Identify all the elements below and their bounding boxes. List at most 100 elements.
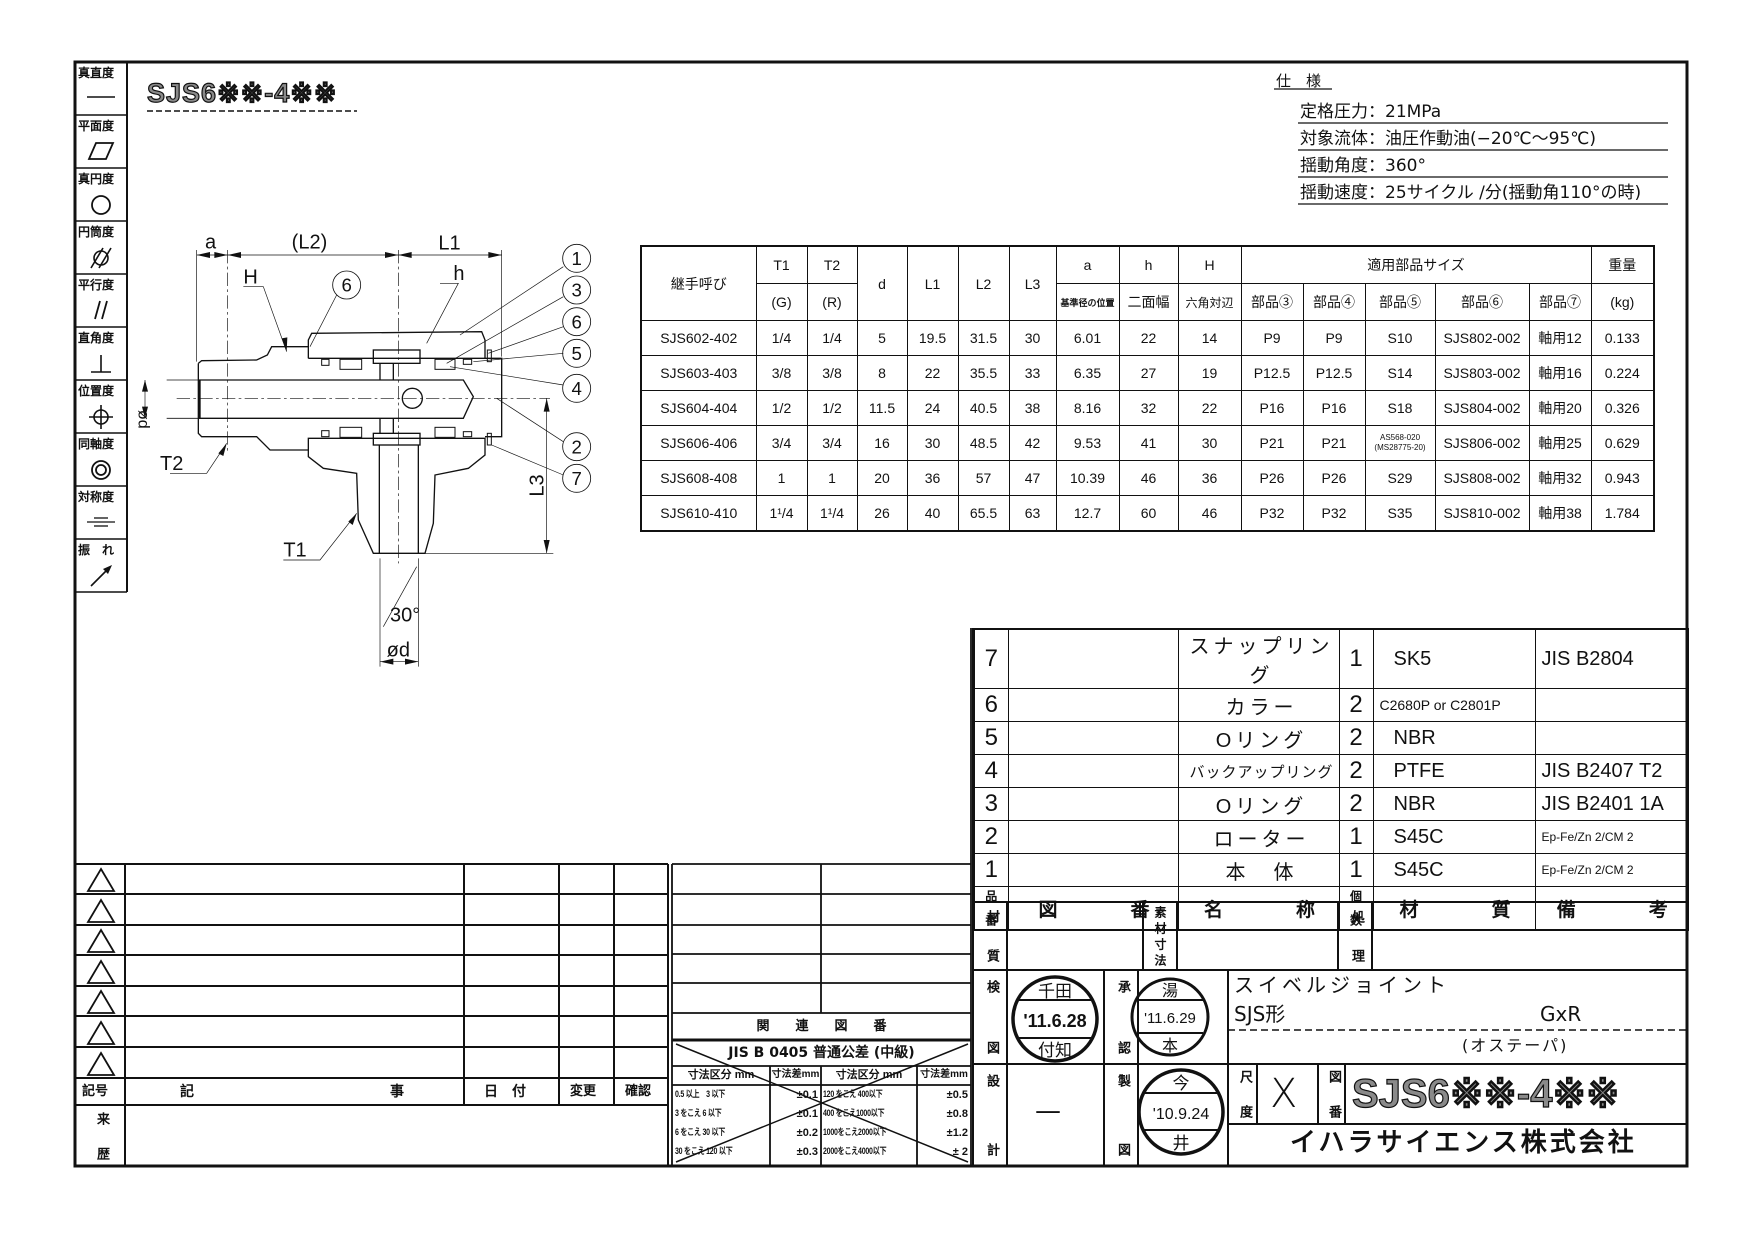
dim-a-label: a: [205, 231, 217, 253]
parts-header-no: 品番: [973, 886, 1009, 931]
tolerance-col-tol-right: 寸法差mm: [920, 1069, 968, 1080]
cell-w: 0.224: [1590, 355, 1655, 391]
parts-cell-no: 5: [973, 721, 1009, 755]
col-header-t1: T1: [755, 245, 808, 284]
parts-cell-no: 6: [973, 688, 1009, 722]
cell-t1: 1/2: [755, 390, 808, 426]
cell-l1: 19.5: [906, 320, 959, 356]
cell-name: SJS606-406: [640, 425, 757, 461]
col-header-part3: 部品③: [1240, 283, 1304, 321]
col-header-name: 継手呼び: [640, 245, 757, 321]
cell-t1: 1: [755, 460, 808, 496]
parts-cell-material: S45C: [1372, 820, 1536, 854]
cell-a: 12.7: [1055, 495, 1120, 532]
tolerance-parallelism: 平行度: [75, 274, 127, 327]
cell-w: 1.784: [1590, 495, 1655, 532]
cell-p6: SJS806-002: [1434, 425, 1530, 461]
general-tolerance-title: JIS B 0405 普通公差 (中級): [728, 1045, 915, 1061]
parts-cell-qty: 2: [1338, 787, 1374, 821]
cell-p4: P21: [1302, 425, 1366, 461]
cell-l1: 40: [906, 495, 959, 532]
tolerance-value-right: ±0.5: [946, 1089, 968, 1101]
flat-h-label: h: [453, 263, 464, 285]
tolerance-range-left: 6 をこえ 30 以下: [675, 1127, 726, 1137]
spec-line: 定格圧力：21MPa: [1300, 102, 1442, 122]
parts-cell-qty: 1: [1338, 853, 1374, 887]
col-subheader-t2: (R): [806, 283, 858, 321]
col-header-part6: 部品⑥: [1434, 283, 1530, 321]
revision-triangle-icon: [86, 1020, 116, 1045]
table-subheader-row: (G) (R) 基準径の位置 二面幅 六角対辺 部品③ 部品④ 部品⑤ 部品⑥ …: [641, 283, 1655, 321]
drawing-number: SJS6※※-4※※: [1351, 1072, 1620, 1116]
cell-h: 32: [1118, 390, 1179, 426]
cell-w: 0.326: [1590, 390, 1655, 426]
drawing-no-label: 図番: [1326, 1070, 1341, 1118]
parts-cell-qty: 2: [1338, 688, 1374, 722]
cell-l3: 30: [1008, 320, 1057, 356]
parts-cell-no: 7: [973, 628, 1009, 689]
cell-l3: 47: [1008, 460, 1057, 496]
tolerance-label: 位置度: [78, 384, 115, 398]
tolerance-label: 対称度: [78, 490, 115, 504]
cell-w: 0.943: [1590, 460, 1655, 496]
revision-triangle-icon: [86, 959, 116, 984]
cell-t2: 1/4: [806, 320, 858, 356]
parts-cell-remarks: JIS B2401 1A: [1534, 787, 1689, 821]
cell-p4: P9: [1302, 320, 1366, 356]
tolerance-label: 真直度: [78, 66, 115, 80]
parts-cell-drawing_no: [1007, 787, 1179, 821]
cell-w: 0.629: [1590, 425, 1655, 461]
cell-l2: 48.5: [957, 425, 1010, 461]
cell-name: SJS610-410: [640, 495, 757, 532]
symmetry-icon: [87, 517, 115, 527]
revision-triangle-icon: [86, 1050, 116, 1076]
revision-triangle-icon: [86, 928, 116, 954]
tolerance-label: 同軸度: [78, 437, 115, 451]
cell-p4: P32: [1302, 495, 1366, 532]
revision-change-header: 変更: [570, 1084, 597, 1099]
tolerance-value-right: ±0.8: [946, 1108, 968, 1120]
col-header-l3: L3: [1008, 245, 1057, 321]
cell-p5: S35: [1364, 495, 1436, 532]
parts-cell-no: 4: [973, 754, 1009, 788]
revision-history-label: 来歴: [94, 1112, 109, 1160]
spec-heading: 仕 様: [1276, 72, 1322, 90]
tolerance-label: 円筒度: [78, 225, 115, 239]
tolerance-range-right: 2000をこえ4000以下: [823, 1146, 887, 1156]
spec-line: 対象流体：油圧作動油(−20℃～95℃): [1300, 129, 1596, 149]
col-header-l1: L1: [906, 245, 959, 321]
col-header-t2: T2: [806, 245, 858, 284]
tolerance-value-left: ±0.1: [796, 1089, 818, 1101]
parts-cell-remarks: [1534, 721, 1689, 755]
col-subheader-H: 六角対辺: [1177, 283, 1242, 321]
cell-l2: 65.5: [957, 495, 1010, 532]
tolerance-value-right: ±1.2: [946, 1127, 968, 1139]
scale-value: X: [1270, 1071, 1298, 1117]
material-label: 材質: [984, 910, 999, 962]
cell-p5: S10: [1364, 320, 1436, 356]
parts-cell-name: カラー: [1177, 688, 1340, 722]
parts-cell-material: NBR: [1372, 787, 1536, 821]
cell-H: 36: [1177, 460, 1242, 496]
thread-t2-label: T2: [160, 453, 183, 475]
revision-confirm-header: 確認: [625, 1084, 652, 1099]
tolerance-position: 位置度: [75, 380, 127, 433]
cell-name: SJS608-408: [640, 460, 757, 496]
col-header-H: H: [1177, 245, 1242, 284]
cell-l1: 24: [906, 390, 959, 426]
cell-a: 8.16: [1055, 390, 1120, 426]
revision-triangle-icon: [86, 867, 116, 892]
cell-name: SJS602-402: [640, 320, 757, 356]
parts-cell-drawing_no: [1007, 628, 1179, 689]
cell-t1: 1/4: [755, 320, 808, 356]
cell-p7: 軸用25: [1528, 425, 1592, 461]
tolerance-range-right: 120 をこえ 400以下: [823, 1089, 883, 1099]
tolerance-value-left: ±0.1: [796, 1108, 818, 1120]
balloon-part-2: 2: [571, 436, 581, 457]
